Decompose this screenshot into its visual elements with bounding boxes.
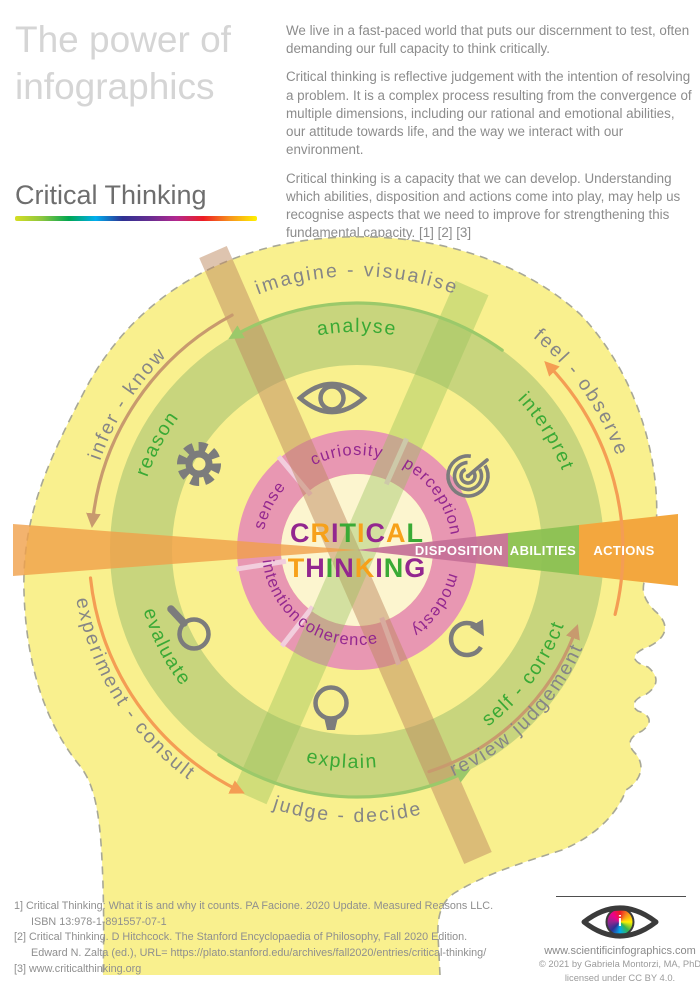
copyright-line: © 2021 by Gabriela Montorzi, MA, PhD [538, 958, 700, 969]
reference-2: [2] Critical Thinking. D Hitchcock. The … [14, 931, 468, 944]
ability-label-analyse: analyse [315, 315, 397, 340]
spiral-icon [446, 454, 490, 498]
center-letter: R [310, 518, 331, 548]
tan-band [199, 245, 492, 865]
center-letter: I [357, 518, 366, 548]
intro-paragraph-3: Critical thinking is a capacity that we … [286, 170, 681, 241]
intro-paragraph-1: We live in a fast-paced world that puts … [286, 23, 690, 57]
center-letter: I [325, 553, 335, 583]
intro-paragraph-2: Critical thinking is reflective judgemen… [286, 69, 692, 158]
svg-text:analyse: analyse [315, 315, 398, 340]
flow-arrows [86, 301, 625, 799]
title-line1: The power of [15, 19, 231, 60]
footer-credits: i www.scientificinfographics.com © 2021 … [535, 893, 700, 984]
reference-2-url: Edward N. Zalta (ed.), URL= https://plat… [31, 946, 487, 959]
title-line2: infographics [15, 66, 215, 107]
actions-wedge [579, 514, 678, 586]
center-letter: T [287, 553, 306, 583]
footer-divider [556, 896, 686, 897]
brand-logo: i [581, 901, 659, 943]
center-letter: T [339, 518, 357, 548]
icon-layer [167, 381, 490, 730]
center-title-line1: CRITICAL [257, 516, 457, 551]
left-orange-wedge [13, 524, 357, 576]
arrow-explain [217, 753, 471, 799]
magnifier-icon [167, 605, 211, 651]
center-letter: G [404, 553, 427, 583]
arrow-experiment [88, 576, 245, 794]
reference-3: [3] www.criticalthinking.org [14, 962, 142, 975]
license-line: licensed under CC BY 4.0. [564, 971, 676, 983]
info-i-glyph: i [617, 913, 623, 930]
center-title: CRITICAL THINKING [257, 516, 457, 586]
center-letter: L [406, 518, 425, 548]
center-letter: A [386, 518, 407, 548]
abilities-wedge [508, 525, 579, 575]
disposition-wedge [357, 533, 508, 567]
arrow-infer [86, 313, 234, 529]
green-band [233, 280, 489, 805]
center-letter: C [289, 518, 311, 548]
center-letter: H [305, 553, 326, 583]
axis-label-actions: ACTIONS [593, 543, 654, 558]
center-letter: N [334, 553, 355, 583]
center-title-line2: THINKING [257, 551, 457, 586]
axis-label-disposition: DISPOSITION [415, 543, 503, 558]
center-letter: C [365, 518, 387, 548]
refresh-icon [448, 619, 484, 658]
subtitle: Critical Thinking [15, 180, 207, 210]
intro-text: We live in a fast-paced world that puts … [286, 12, 694, 252]
center-letter: I [375, 553, 384, 583]
axis-label-abilities: ABILITIES [510, 543, 576, 558]
arrow-review [427, 624, 580, 774]
center-letter: I [330, 518, 340, 548]
reference-1: 1] Critical Thinking: What it is and why… [14, 900, 494, 912]
references: 1] Critical Thinking: What it is and why… [14, 899, 493, 977]
center-letter: K [354, 553, 376, 583]
website-url: www.scientificinfographics.com [544, 945, 696, 957]
reference-1-isbn: ISBN 13:978-1-891557-07-1 [31, 915, 167, 928]
arrow-analyse [228, 301, 504, 352]
arrow-feel [544, 360, 625, 616]
bulb-icon [313, 685, 349, 730]
rainbow-iris-icon: i [607, 909, 633, 935]
eye-icon [296, 381, 368, 415]
eye-logo-icon [581, 905, 659, 939]
gear-icon [177, 442, 221, 486]
center-letter: N [383, 553, 405, 583]
rainbow-bar [15, 216, 257, 221]
head-dashed-outline [23, 235, 666, 976]
page-title: The power of infographics [15, 16, 231, 110]
